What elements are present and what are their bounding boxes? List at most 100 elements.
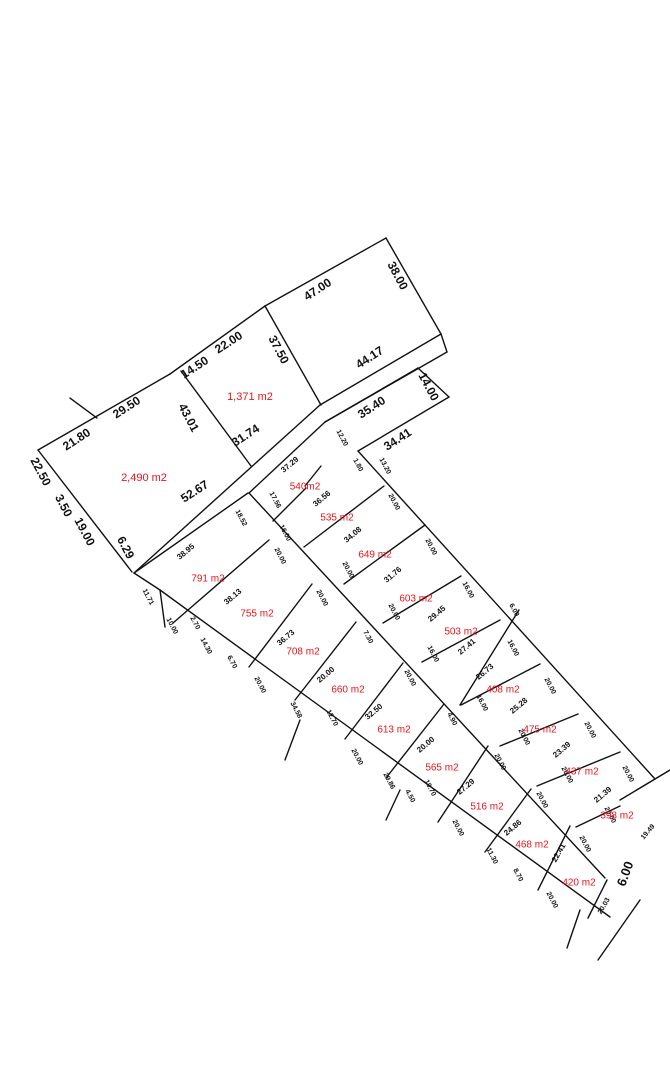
dimension-label: 20.00 (450, 819, 464, 838)
dimension-label: 43.01 (176, 401, 203, 434)
dimension-label: 12.70 (324, 709, 338, 728)
dimension-label: 44.17 (353, 343, 386, 371)
dimension-label: 13.20 (377, 457, 391, 476)
boundary-line (264, 305, 322, 406)
dimension-label: 23.39 (551, 739, 573, 759)
boundary-line (133, 404, 321, 574)
dimension-label: 20.00 (349, 748, 363, 767)
dimension-label: 7.30 (361, 630, 374, 645)
dimension-label: 20.00 (542, 677, 556, 696)
boundary-line (304, 465, 322, 487)
boundary-line (159, 589, 166, 628)
parcel-area-label: 1,371 m2 (227, 391, 273, 403)
dimension-label: 32.50 (363, 701, 385, 721)
dimension-label: 6.29 (114, 534, 137, 561)
dimension-label: 11.71 (141, 588, 155, 607)
boundary-line (319, 333, 442, 406)
dimension-label: 20.00 (252, 676, 266, 695)
dimension-label: 20.00 (492, 753, 506, 772)
boundary-line (597, 899, 641, 961)
boundary-line (499, 713, 579, 747)
parcel-area-label: 475 m2 (523, 725, 557, 736)
boundary-line (437, 745, 489, 823)
boundary-line (172, 539, 270, 624)
boundary-line (324, 367, 419, 423)
boundary-line (357, 396, 450, 452)
boundary-line (272, 487, 307, 522)
boundary-line (385, 237, 442, 335)
boundary-line (385, 703, 445, 779)
boundary-line (180, 370, 252, 467)
parcel-area-label: 791 m2 (191, 574, 225, 585)
dimension-label: 4.90 (445, 712, 458, 727)
dimension-label: 31.74 (229, 421, 262, 449)
boundary-line (159, 589, 611, 918)
boundary-lines (37, 237, 670, 961)
dimension-label: 37.29 (279, 454, 301, 474)
boundary-line (248, 421, 326, 494)
dimension-label: 3.50 (52, 492, 75, 519)
boundary-line (421, 619, 501, 663)
dimension-label: 17.56 (267, 491, 281, 510)
boundary-line (69, 397, 98, 419)
boundary-line (537, 825, 571, 891)
boundary-line (382, 575, 462, 624)
parcel-area-label: 437 m2 (565, 767, 599, 778)
dimension-label: 38.95 (175, 541, 197, 561)
dimension-label: 20.00 (534, 791, 548, 810)
dimension-label: 11.30 (485, 847, 499, 866)
parcel-area-label: 408 m2 (486, 685, 520, 696)
parcel-area-label: 613 m2 (377, 725, 411, 736)
dimension-label: 31.76 (382, 564, 404, 584)
parcel-area-label: 516 m2 (470, 802, 504, 813)
dimension-label: 22.50 (28, 455, 55, 488)
dimension-label: 20.00 (620, 765, 634, 784)
boundary-line (37, 373, 171, 451)
dimension-label: 52.67 (178, 477, 211, 505)
parcel-area-label: 660 m2 (331, 685, 365, 696)
parcel-area-label: 398 m2 (600, 811, 634, 822)
boundary-line (587, 879, 608, 919)
dimension-label: 8.70 (511, 868, 524, 883)
boundary-line (133, 492, 249, 574)
dimension-label: 25.28 (508, 695, 530, 715)
parcel-area-label: 649 m2 (358, 550, 392, 561)
dimension-label: 34.41 (381, 425, 414, 453)
boundary-line (460, 663, 541, 706)
dimension-label: 47.00 (301, 275, 334, 303)
dimension-label: 20.03 (597, 897, 612, 916)
boundary-line (575, 805, 621, 828)
boundary-line (440, 333, 448, 353)
dimension-label: 14.30 (198, 637, 212, 656)
boundary-line (566, 909, 581, 949)
boundary-line (169, 305, 266, 375)
boundary-line (536, 751, 621, 787)
dimension-label: 21.80 (60, 425, 93, 453)
boundary-line (248, 583, 313, 668)
parcel-area-label: 503 m2 (444, 627, 478, 638)
dimension-label: 26.73 (474, 661, 496, 681)
boundary-line (264, 237, 387, 307)
dimension-label: 37.50 (266, 333, 293, 366)
dimension-label: 19.00 (72, 515, 99, 548)
dimension-label: 16.00 (277, 524, 291, 543)
dimension-label: 4.50 (403, 789, 416, 804)
dimension-label: 24.86 (502, 817, 524, 837)
dimension-label: 16.00 (425, 645, 439, 664)
boundary-line (37, 449, 133, 573)
parcel-area-label: 468 m2 (515, 840, 549, 851)
dimension-label: 22.41 (550, 841, 568, 863)
dimension-label: 36.73 (275, 627, 297, 647)
boundary-line (343, 524, 426, 585)
dimension-label: 20.00 (314, 589, 328, 608)
dimension-label: 10.70 (422, 779, 436, 798)
dimension-label: 20.00 (544, 891, 558, 910)
dimension-label: 27.41 (456, 636, 478, 656)
dimension-label: 14.50 (178, 353, 211, 381)
dimension-label: 18.52 (233, 509, 247, 528)
dimension-label: 6.70 (225, 655, 238, 670)
boundary-line (133, 572, 161, 591)
parcel-area-label: 540m2 (290, 482, 321, 493)
dimension-labels: 22.503.5019.0021.8029.5014.5022.0043.015… (28, 259, 657, 915)
